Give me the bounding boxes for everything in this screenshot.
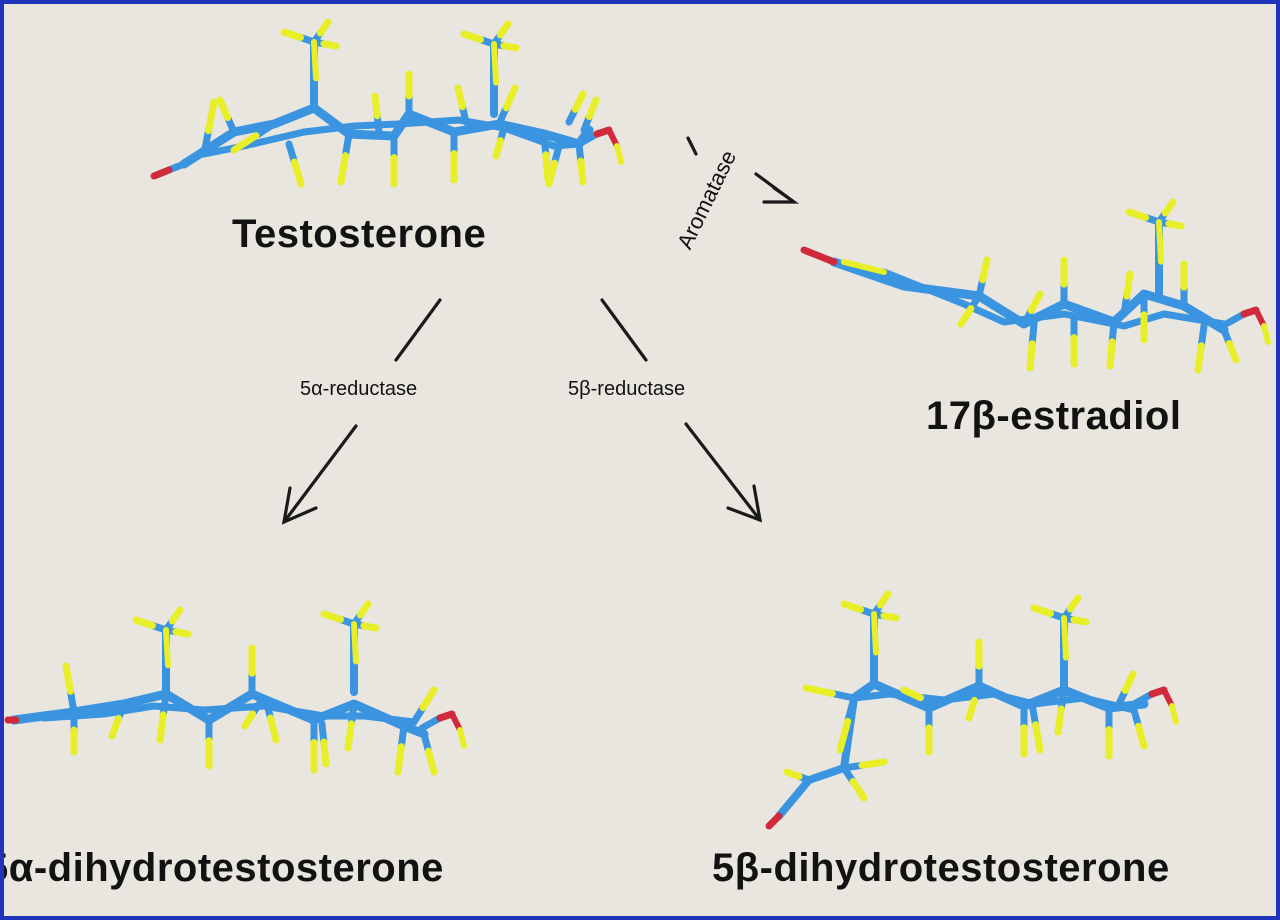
molecule-testosterone xyxy=(150,18,624,188)
molecule-5beta-dht xyxy=(765,590,1179,830)
enzyme-5beta-reductase: 5β-reductase xyxy=(564,378,690,401)
diagram-canvas xyxy=(4,18,1271,830)
label-5alpha-dht: 5α-dihydrotestosterone xyxy=(0,846,444,890)
label-testosterone: Testosterone xyxy=(232,212,487,256)
molecules-layer xyxy=(4,18,1271,830)
label-5beta-dht: 5β-dihydrotestosterone xyxy=(712,846,1170,890)
label-estradiol: 17β-estradiol xyxy=(926,394,1182,438)
molecule-5alpha-dht xyxy=(4,600,467,776)
arrow-5beta xyxy=(600,298,763,523)
molecule-estradiol xyxy=(800,198,1271,374)
arrows-layer xyxy=(281,136,800,525)
arrow-5alpha xyxy=(281,298,442,525)
arrow-aromatase xyxy=(686,136,800,204)
enzyme-5alpha-reductase: 5α-reductase xyxy=(296,378,422,401)
